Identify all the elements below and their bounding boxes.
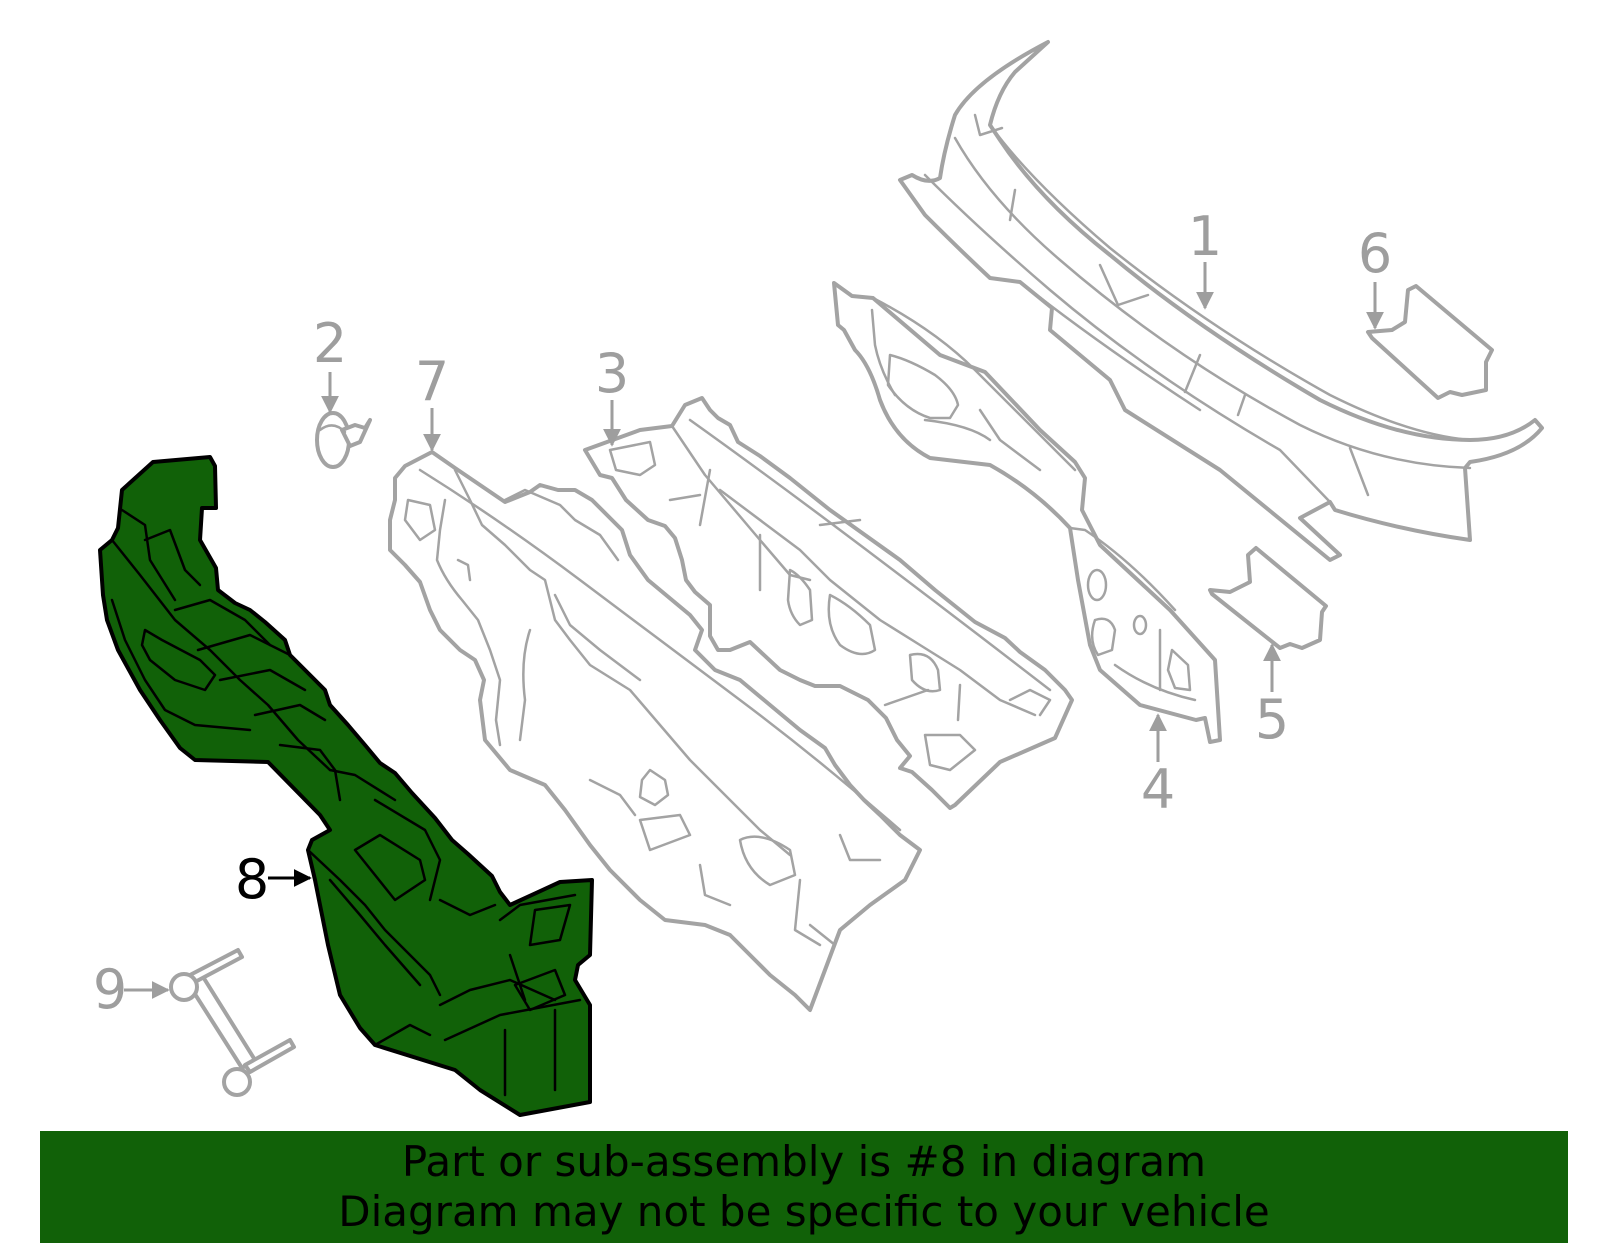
banner-line-1: Part or sub-assembly is #8 in diagram [401,1137,1207,1186]
svg-text:3: 3 [595,342,629,405]
svg-text:6: 6 [1358,222,1392,285]
svg-text:9: 9 [93,958,127,1021]
callout-5: 5 [1255,643,1289,751]
callout-8: 8 [235,848,312,911]
callout-9: 9 [93,958,170,1021]
part-8-highlighted-panel[interactable] [98,455,594,1117]
parts-diagram: 1 2 3 4 5 6 7 8 9 [93,40,1544,1117]
part-7-dash-panel[interactable] [388,450,922,1012]
svg-text:7: 7 [415,350,449,413]
callout-6: 6 [1358,222,1392,330]
part-2-clip[interactable] [315,411,372,469]
svg-text:2: 2 [313,312,347,375]
part-6-bracket[interactable] [1366,284,1494,400]
svg-text:5: 5 [1255,688,1289,751]
part-4-reinforcement[interactable] [832,281,1222,744]
callout-2: 2 [313,312,347,414]
callout-1: 1 [1188,205,1222,310]
callout-3: 3 [595,342,629,447]
part-1-cowl-upper-panel[interactable] [898,40,1544,562]
svg-text:1: 1 [1188,205,1222,268]
svg-text:8: 8 [235,848,269,911]
callout-7: 7 [415,350,449,452]
part-9-bolts[interactable] [169,948,296,1097]
svg-text:4: 4 [1141,758,1175,821]
callout-4: 4 [1141,713,1175,821]
banner-line-2: Diagram may not be specific to your vehi… [338,1187,1270,1236]
info-banner: Part or sub-assembly is #8 in diagram Di… [40,1131,1568,1243]
part-5-bracket[interactable] [1208,546,1328,650]
part-3-dash-panel-upper[interactable] [583,396,1074,810]
